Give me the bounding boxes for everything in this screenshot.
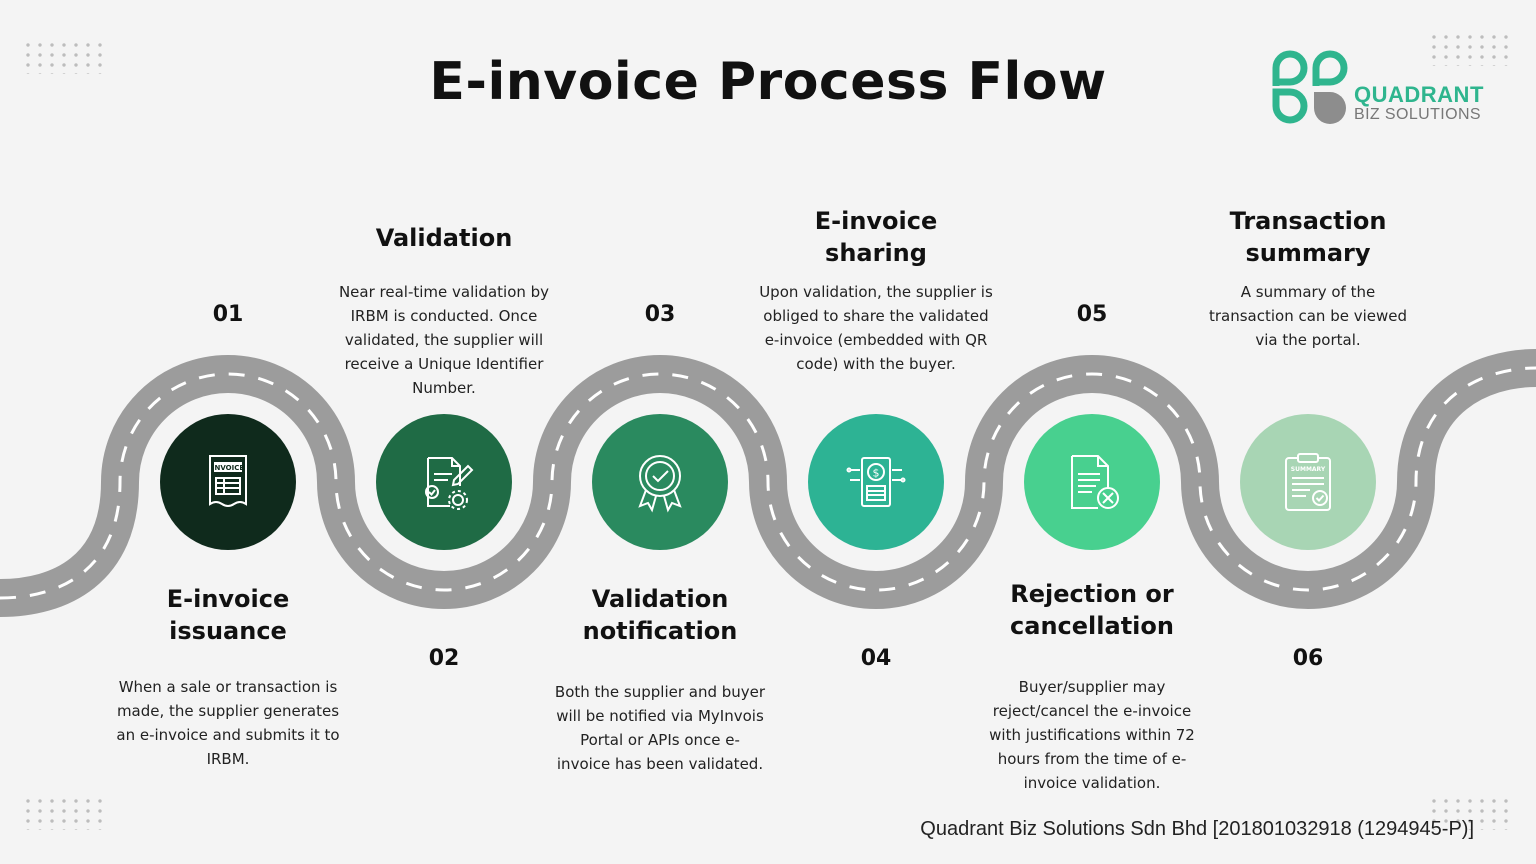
step-05-description: Buyer/supplier may reject/cancel the e-i… (989, 678, 1195, 792)
clipboard-summary-icon: SUMMARY (1285, 453, 1331, 511)
award-badge-check-icon (638, 455, 682, 513)
invoice-icon-label: INVOICE (212, 464, 244, 472)
step-02-number: 02 (428, 646, 460, 671)
step-01-description: When a sale or transaction is made, the … (116, 678, 340, 768)
logo-text-quadrant: QUADRANT (1354, 82, 1484, 107)
step-05-icon-circle (1024, 414, 1160, 550)
step-03-description: Both the supplier and buyer will be noti… (554, 683, 766, 773)
step-04-title: E-invoice sharing (814, 207, 938, 267)
step-03-icon-circle (592, 414, 728, 550)
quadrant-logo-icon (1272, 50, 1348, 124)
step-03-title: Validation notification (582, 585, 738, 645)
step-06-title: Transaction summary (1229, 207, 1387, 267)
step-01-number: 01 (212, 302, 244, 327)
company-footer: Quadrant Biz Solutions Sdn Bhd [20180103… (920, 818, 1474, 840)
document-cancel-icon (1071, 455, 1119, 509)
step-01-title: E-invoice issuance (166, 585, 290, 645)
step-05-number: 05 (1076, 302, 1108, 327)
step-04-number: 04 (860, 646, 892, 671)
summary-icon-label: SUMMARY (1291, 466, 1326, 473)
step-04-description: Upon validation, the supplier is obliged… (759, 283, 993, 373)
invoice-icon: INVOICE (209, 455, 247, 507)
step-05-title: Rejection or cancellation (1010, 580, 1174, 640)
step-03-number: 03 (644, 302, 676, 327)
logo-text-biz-solutions: BIZ SOLUTIONS (1354, 106, 1481, 123)
page-title: E-invoice Process Flow (429, 52, 1107, 112)
step-02-title: Validation (375, 224, 513, 252)
step-02-description: Near real-time validation by IRBM is con… (338, 283, 550, 397)
step-01-icon-circle: INVOICE (160, 414, 296, 550)
decorative-dots-top-right (1428, 32, 1512, 66)
step-06-description: A summary of the transaction can be view… (1208, 283, 1408, 349)
decorative-dots-bottom-left (22, 796, 106, 830)
decorative-dots-bottom-right (1428, 796, 1512, 830)
company-logo: QUADRANT BIZ SOLUTIONS (1272, 50, 1484, 130)
invoice-dollar-icon: $ (846, 457, 906, 507)
step-04-icon-circle: $ (808, 414, 944, 550)
svg-text:$: $ (873, 467, 880, 480)
decorative-dots-top-left (22, 40, 106, 74)
step-02-icon-circle (376, 414, 512, 550)
document-edit-gear-icon (425, 457, 474, 510)
step-06-number: 06 (1292, 646, 1324, 671)
step-06-icon-circle: SUMMARY (1240, 414, 1376, 550)
